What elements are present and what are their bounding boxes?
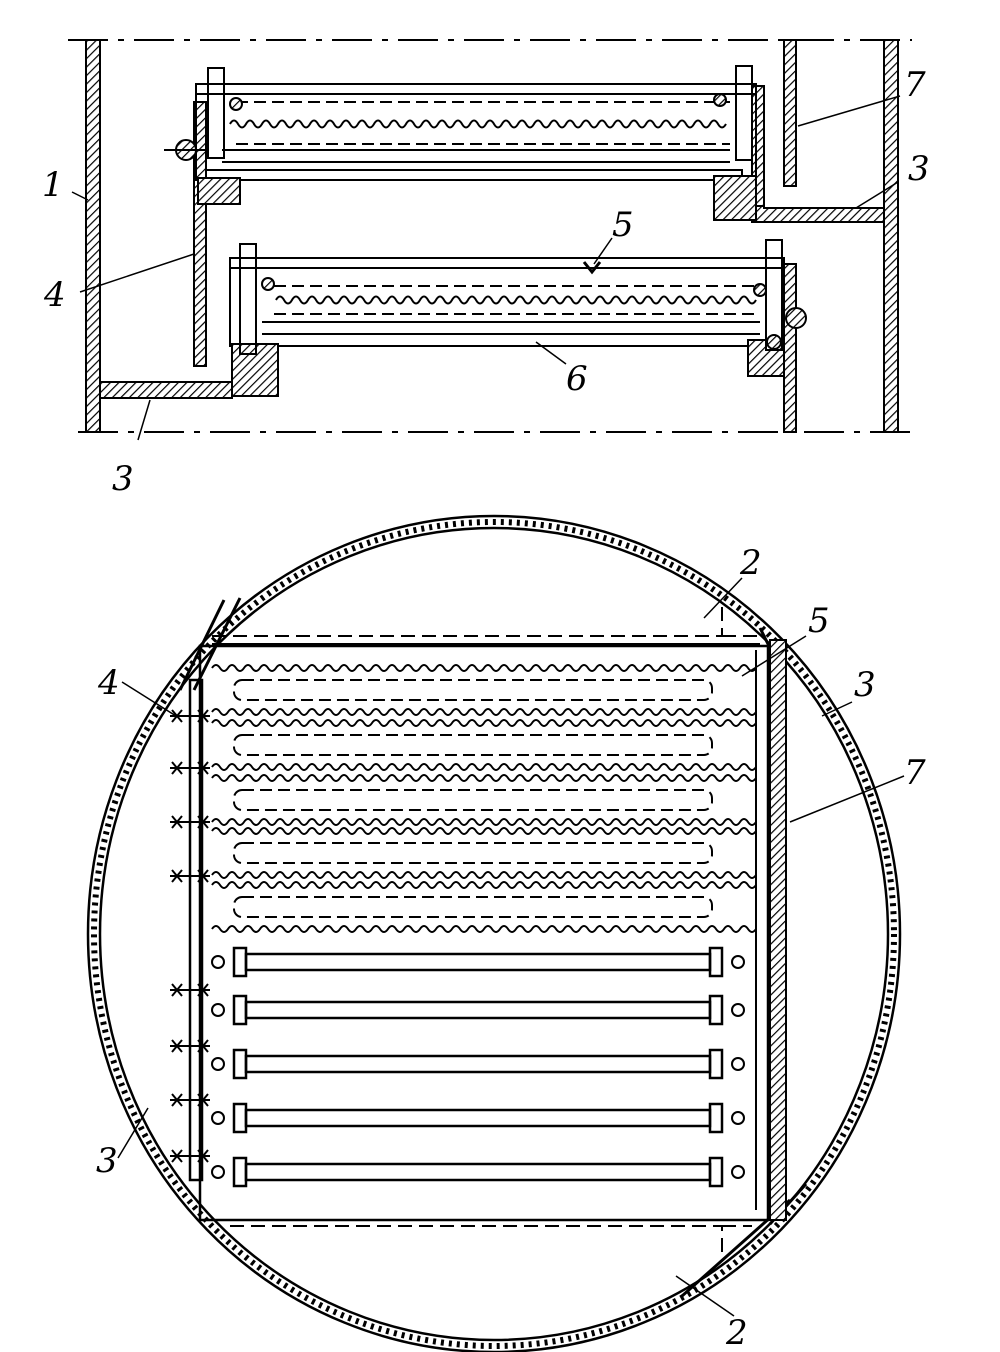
bolt-hole — [211, 1165, 225, 1179]
downcomer-plate-right-lower — [783, 263, 797, 433]
grid-bar-end-right — [708, 1048, 724, 1080]
lower-tray-corrugated-sheet — [275, 295, 757, 305]
section-view: 1 4 3 5 6 7 3 — [42, 39, 930, 499]
label-clamp: 5 — [612, 205, 634, 245]
grid-bar — [244, 1162, 712, 1182]
bolt-hole — [731, 1111, 745, 1125]
valve-slot — [233, 734, 713, 756]
grid-bar-end-right — [708, 1102, 724, 1134]
corrugated-row-bottom — [211, 925, 757, 933]
fastener-cross — [171, 1149, 209, 1163]
fastener-marks — [170, 709, 210, 1163]
bolt-hole — [211, 1111, 225, 1125]
bolt-hole — [211, 955, 225, 969]
bottom-grid-bars — [211, 946, 745, 1188]
label-shell: 1 — [42, 165, 64, 205]
plan-view: 2 5 4 3 7 3 2 — [86, 514, 926, 1352]
label-plan-baffle-left: 3 — [96, 1141, 118, 1181]
grid-bar — [244, 952, 712, 972]
segment-boundary-top — [212, 600, 758, 637]
upper-tray-corrugated-sheet — [229, 119, 727, 129]
corrugated-rows — [211, 664, 757, 933]
label-downcomer-left: 4 — [43, 275, 66, 315]
label-plan-clamp: 5 — [808, 601, 830, 641]
label-baffle-left: 3 — [112, 459, 134, 499]
grid-bar-end-right — [708, 994, 724, 1026]
label-plan-downcomer-right: 7 — [904, 753, 926, 793]
fastener-cross — [171, 1093, 209, 1107]
valve-slot — [233, 842, 713, 864]
corrugated-row-bottom — [211, 708, 757, 716]
grid-bar-end-left — [232, 1102, 248, 1134]
fastener-cross — [171, 983, 209, 997]
corrugated-row-bottom — [211, 763, 757, 771]
fastener-cross — [171, 761, 209, 775]
valve-slot — [233, 789, 713, 811]
bolt-hole — [731, 1003, 745, 1017]
label-bottom-grid: 6 — [566, 359, 588, 399]
corrugated-row-bottom — [211, 818, 757, 826]
bolt-hole — [731, 1057, 745, 1071]
corrugated-row-top — [211, 827, 757, 835]
tray-frame — [198, 644, 770, 1222]
baffle-plate-left — [99, 381, 233, 399]
downcomer-right-plate — [769, 639, 787, 1221]
corrugated-row-top — [211, 664, 757, 672]
grid-bar-end-left — [232, 1156, 248, 1188]
lower-tray — [229, 239, 807, 397]
corrugated-row-top — [211, 881, 757, 889]
bolt-hole — [731, 955, 745, 969]
upper-tray — [164, 65, 757, 221]
shell-ring-outer — [86, 514, 902, 1352]
grid-bar-end-right — [708, 946, 724, 978]
label-segment-bottom: 2 — [725, 1313, 748, 1352]
bolt-hole — [211, 1057, 225, 1071]
valve-slots — [233, 679, 713, 918]
corrugated-row-top — [211, 774, 757, 782]
label-segment-top: 2 — [739, 543, 762, 583]
downcomer-left-plate — [188, 678, 204, 1182]
fastener-cross — [171, 815, 209, 829]
fastener-cross — [171, 1039, 209, 1053]
corrugated-row-top — [211, 719, 757, 727]
valve-slot — [233, 896, 713, 918]
grid-bar — [244, 1054, 712, 1074]
label-plan-downcomer-left: 4 — [97, 663, 120, 703]
shell-ring-hatch — [91, 519, 897, 1349]
bolt-hole — [731, 1165, 745, 1179]
grid-bar — [244, 1108, 712, 1128]
clamp-marker — [582, 261, 602, 275]
valve-slot — [233, 679, 713, 701]
label-downcomer-right: 7 — [904, 65, 926, 105]
grid-bar-end-left — [232, 946, 248, 978]
shell-ring-inner — [98, 526, 890, 1342]
grid-bar — [244, 1000, 712, 1020]
grid-bar-end-right — [708, 1156, 724, 1188]
label-plan-baffle-right: 3 — [854, 665, 876, 705]
grid-bar-end-left — [232, 994, 248, 1026]
bolt-hole — [211, 1003, 225, 1017]
shell-wall-left — [85, 39, 101, 433]
fastener-cross — [171, 709, 209, 723]
segment-boundary-bottom — [230, 1225, 752, 1256]
label-baffle-right: 3 — [908, 149, 930, 189]
fastener-cross — [171, 869, 209, 883]
downcomer-plate-right-upper — [783, 39, 797, 187]
shell-wall-right — [883, 39, 899, 433]
grid-bar-end-left — [232, 1048, 248, 1080]
corrugated-row-bottom — [211, 871, 757, 879]
